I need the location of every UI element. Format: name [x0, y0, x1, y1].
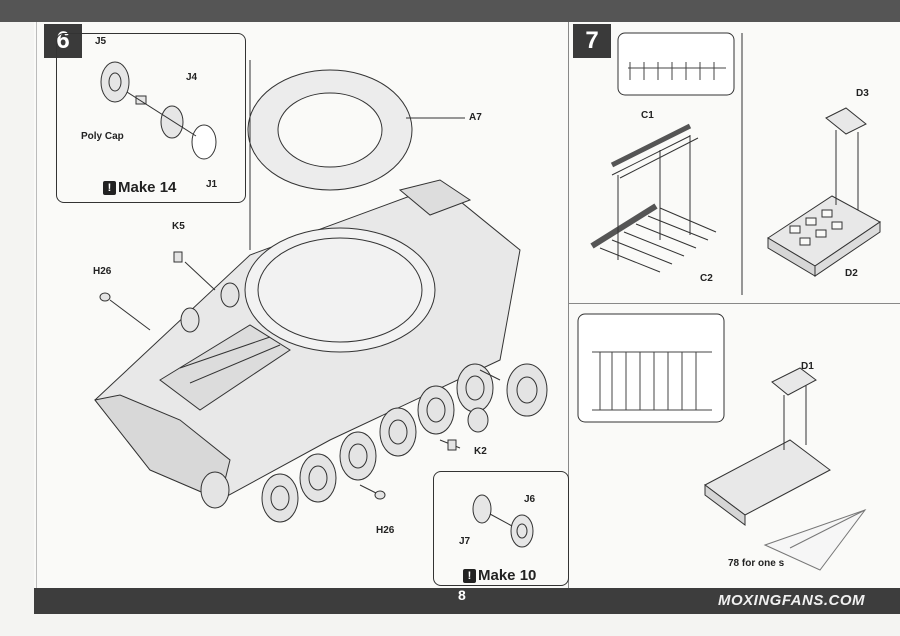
exclaim-icon: ! [103, 181, 116, 195]
step6-wheel-inset [433, 471, 569, 586]
label-j5: J5 [95, 36, 107, 47]
step7-note: 78 for one s [728, 558, 785, 569]
binding-edge [36, 22, 37, 588]
make-14-note: !Make 14 [103, 179, 176, 196]
step-7-number: 7 [573, 24, 611, 58]
make-10-note: !Make 10 [463, 567, 536, 584]
top-bar [0, 0, 900, 22]
label-h26-top: H26 [93, 266, 112, 277]
label-a7: A7 [469, 112, 482, 123]
step-divider [568, 22, 569, 588]
bottom-bar [34, 588, 900, 614]
watermark: MOXINGFANS.COM [718, 592, 866, 609]
label-d3: D3 [856, 88, 869, 99]
label-d2: D2 [845, 268, 858, 279]
label-j6: J6 [524, 494, 536, 505]
label-poly-cap: Poly Cap [81, 131, 124, 142]
label-j4: J4 [186, 72, 198, 83]
label-k2: K2 [474, 446, 487, 457]
label-k5: K5 [172, 221, 185, 232]
page-number: 8 [458, 587, 466, 603]
step7-divider [569, 303, 900, 304]
make-14-text: Make 14 [118, 179, 177, 196]
label-c2: C2 [700, 273, 713, 284]
label-j1: J1 [206, 179, 218, 190]
label-h26-bottom: H26 [376, 525, 395, 536]
label-d1: D1 [801, 361, 814, 372]
label-j7: J7 [459, 536, 471, 547]
label-c1: C1 [641, 110, 654, 121]
make-10-text: Make 10 [478, 567, 537, 584]
step6-hub-inset [56, 33, 246, 203]
exclaim-icon: ! [463, 569, 476, 583]
